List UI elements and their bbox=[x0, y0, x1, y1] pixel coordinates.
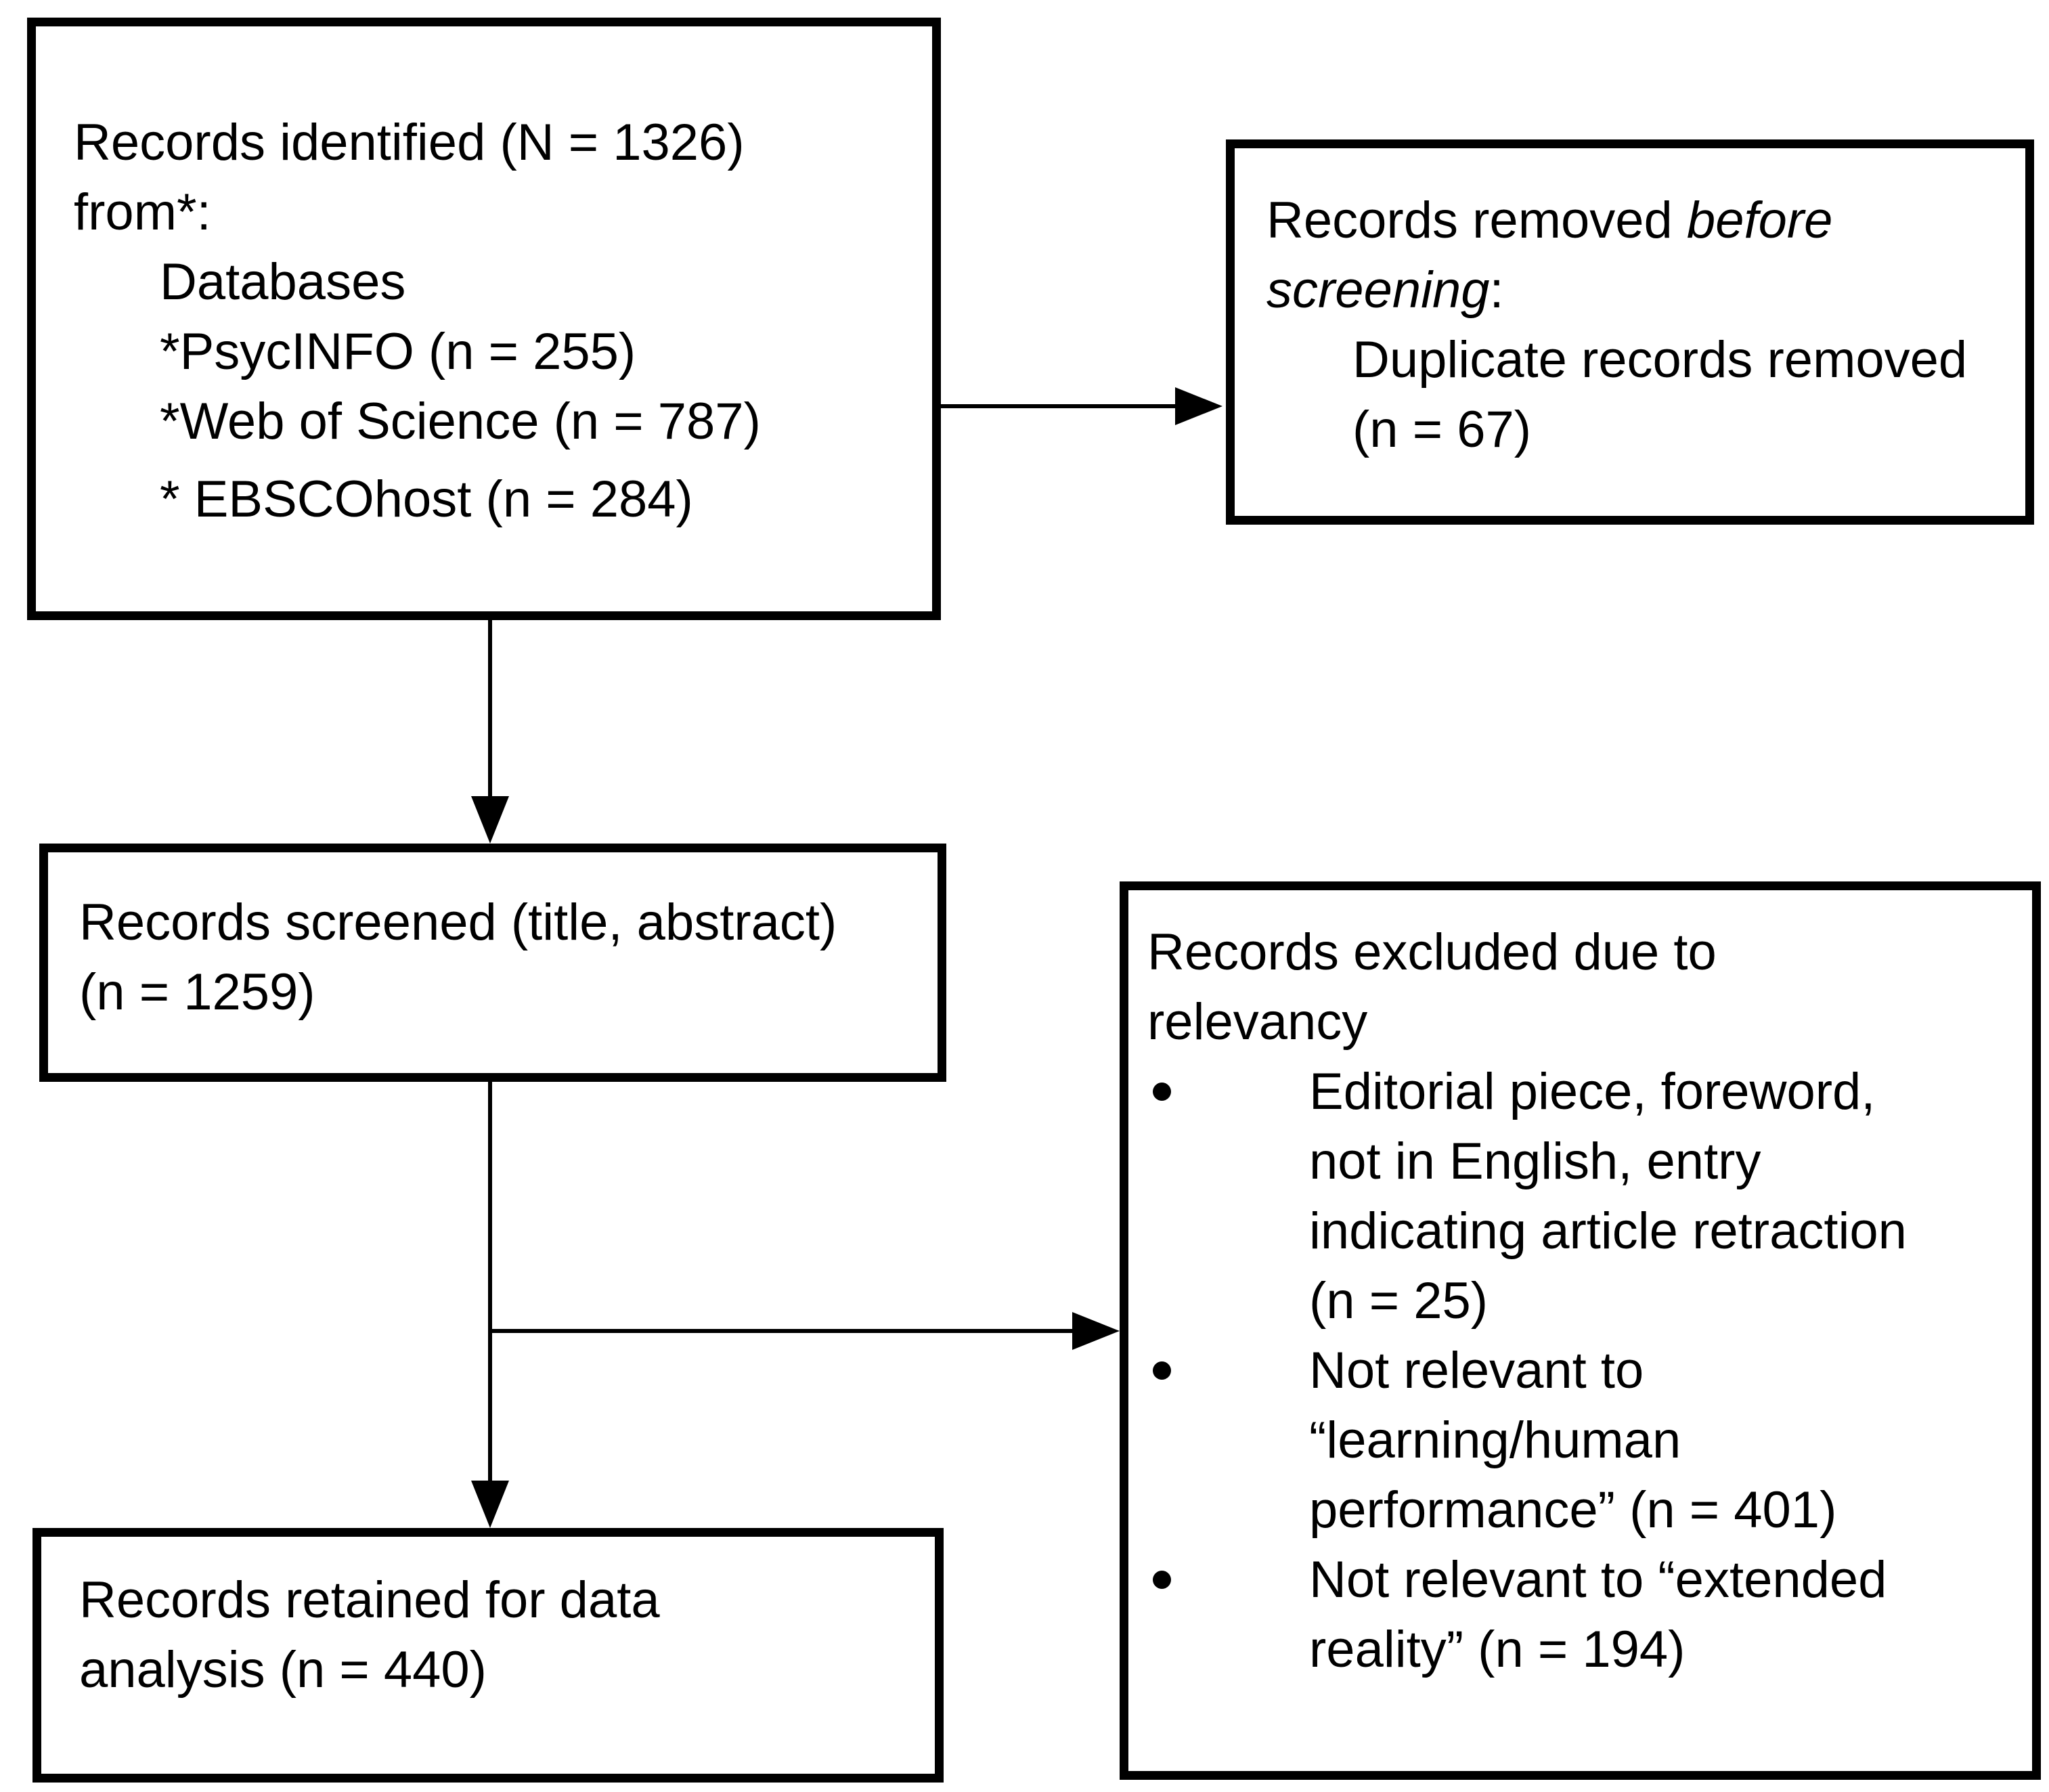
excluded-bullet-2: Not relevant to “learning/human performa… bbox=[1147, 1336, 2019, 1545]
bullet-icon bbox=[1147, 1336, 1309, 1380]
arrowhead-down-icon bbox=[471, 1481, 509, 1528]
arrowhead-right-icon bbox=[1175, 387, 1222, 425]
screened-text: Records screened (title, abstract) (n = … bbox=[79, 894, 837, 1021]
excluded-heading-text: Records excluded due to relevancy bbox=[1147, 923, 1717, 1051]
removed-line1-italic: before bbox=[1686, 192, 1833, 249]
identification-intro-text: Records identified (N = 1326) from*: bbox=[74, 114, 745, 241]
screened-box: Records screened (title, abstract) (n = … bbox=[39, 844, 946, 1082]
removed-line-1: Records removed before bbox=[1266, 185, 2005, 255]
excluded-bullet-1: Editorial piece, foreword, not in Englis… bbox=[1147, 1057, 2019, 1336]
removed-line1-regular: Records removed bbox=[1266, 192, 1687, 249]
removed-line2-suffix: : bbox=[1489, 261, 1504, 319]
removed-detail-text: Duplicate records removed (n = 67) bbox=[1352, 331, 1968, 458]
identification-box: Records identified (N = 1326) from*: Dat… bbox=[27, 18, 941, 620]
removed-line-2: screening: bbox=[1266, 255, 2005, 325]
excluded-bullet-3-text: Not relevant to “extended reality” (n = … bbox=[1309, 1551, 1887, 1678]
identification-source-last-text: * EBSCOhost (n = 284) bbox=[160, 471, 693, 528]
bullet-icon bbox=[1147, 1057, 1309, 1101]
excluded-bullet-2-text: Not relevant to “learning/human performa… bbox=[1309, 1342, 1837, 1539]
identification-sources-text: Databases *PsycINFO (n = 255) *Web of Sc… bbox=[160, 253, 761, 450]
arrow-line-identification-to-screened bbox=[488, 620, 492, 800]
removed-line2-italic: screening bbox=[1266, 261, 1490, 319]
arrowhead-down-icon bbox=[471, 796, 509, 844]
excluded-bullet-1-text: Editorial piece, foreword, not in Englis… bbox=[1309, 1063, 1907, 1330]
bullet-icon bbox=[1147, 1545, 1309, 1589]
excluded-bullet-3: Not relevant to “extended reality” (n = … bbox=[1147, 1545, 2019, 1684]
arrow-line-screened-to-excluded bbox=[490, 1329, 1076, 1333]
excluded-box: Records excluded due to relevancy Editor… bbox=[1120, 881, 2041, 1780]
arrowhead-right-icon bbox=[1072, 1312, 1120, 1350]
retained-box: Records retained for data analysis (n = … bbox=[32, 1528, 944, 1783]
arrow-line-identification-to-removed bbox=[941, 404, 1175, 408]
removed-before-screening-box: Records removed before screening: Duplic… bbox=[1226, 139, 2034, 525]
retained-text: Records retained for data analysis (n = … bbox=[79, 1571, 660, 1699]
arrow-line-screened-to-retained bbox=[488, 1082, 492, 1483]
